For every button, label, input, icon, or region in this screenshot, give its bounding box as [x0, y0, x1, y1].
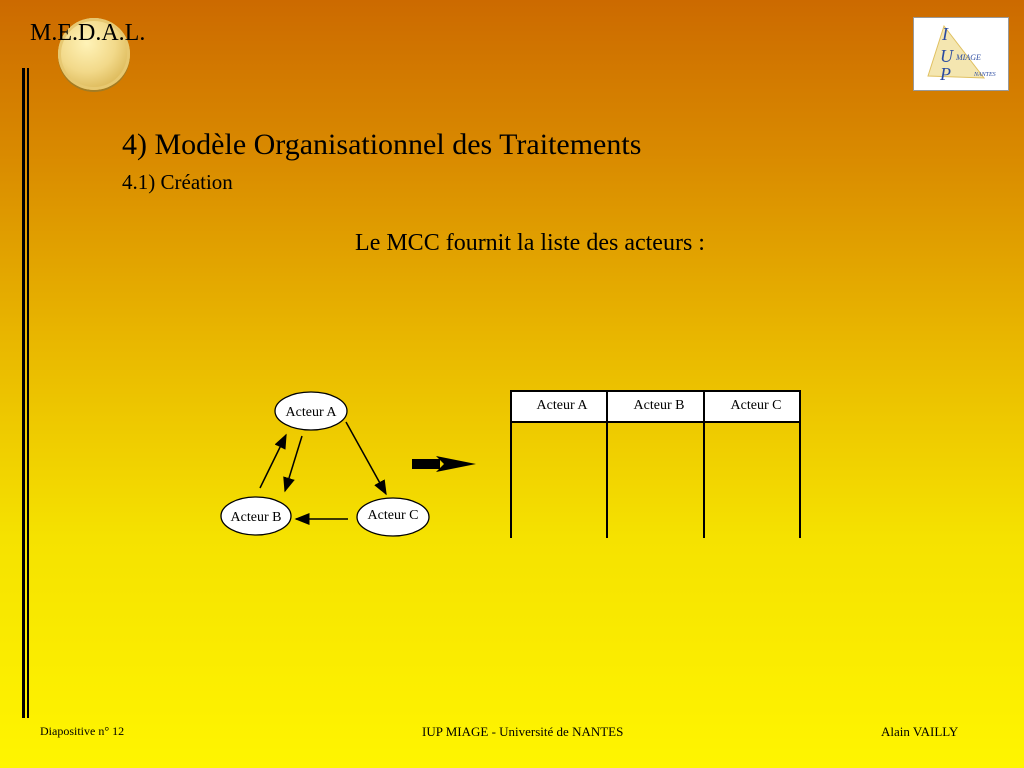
actor-b-label: Acteur B [231, 510, 282, 525]
table-header-row [510, 390, 801, 423]
iup-logo: I U MIAGE P NANTES [913, 17, 1009, 91]
actor-b-node [220, 496, 292, 536]
logo-letter-u: U [940, 46, 954, 66]
table-column-header-c: Acteur C [731, 398, 782, 413]
left-vertical-bar-inner [27, 68, 29, 718]
logo-letter-i: I [941, 24, 949, 44]
logo-word-miage: MIAGE [955, 53, 981, 62]
footer-institution: IUP MIAGE - Université de NANTES [422, 724, 624, 739]
brand-title: M.E.D.A.L. [30, 20, 146, 46]
table-column-header-a: Acteur A [537, 398, 589, 413]
intro-text: Le MCC fournit la liste des acteurs : [355, 230, 705, 256]
actors-swimlane-table: Acteur A Acteur B Acteur C [510, 390, 801, 538]
actor-c-label: Acteur C [368, 508, 419, 523]
footer-slide-number: Diapositive n° 12 [40, 724, 125, 738]
logo-letter-p: P [939, 64, 951, 84]
arrow-a-to-b [283, 435, 303, 493]
logo-word-nantes: NANTES [973, 72, 996, 78]
slide-subtitle: 4.1) Création [122, 170, 233, 194]
actor-a-label: Acteur A [286, 405, 338, 420]
actors-flow-diagram: Acteur A Acteur B Acteur C [220, 391, 430, 537]
transformation-arrow-icon [412, 456, 476, 472]
actor-a-node [274, 391, 348, 431]
table-column-header-b: Acteur B [634, 398, 685, 413]
arrow-a-to-c [345, 421, 387, 496]
medal-emblem [58, 18, 130, 90]
footer-author: Alain VAILLY [881, 724, 959, 739]
iup-logo-graphic: I U MIAGE P NANTES [927, 24, 996, 84]
slide-title: 4) Modèle Organisationnel des Traitement… [122, 128, 642, 161]
left-vertical-bar [22, 68, 25, 718]
arrow-b-to-a [259, 433, 287, 489]
actor-c-node [356, 497, 430, 537]
